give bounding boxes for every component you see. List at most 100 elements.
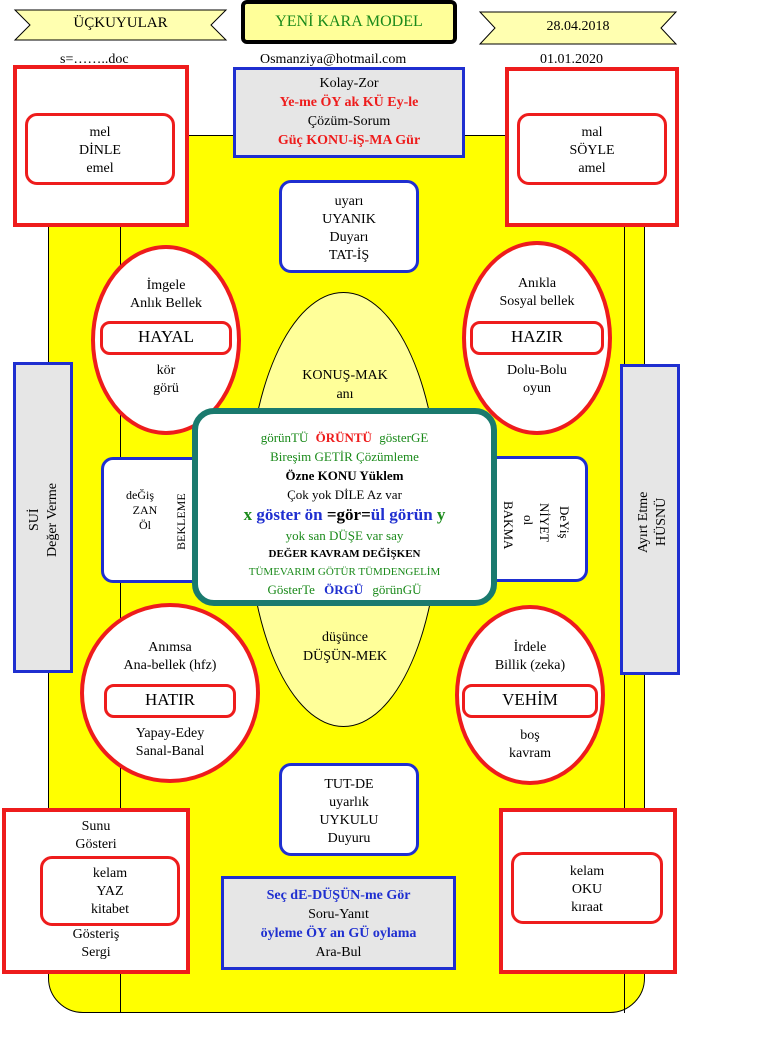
center-line8: TÜMEVARIM GÖTÜR TÜMDENGELİM: [248, 566, 441, 578]
dinle-box: mel DİNLE emel: [25, 113, 175, 185]
konusmak-label: KONUŞ-MAK: [302, 368, 388, 383]
gosteri-label: Gösteri: [75, 837, 117, 852]
uykulu-box: TUT-DE uyarlık UYKULU Duyuru: [279, 763, 419, 856]
bottom-box-line4: Ara-Bul: [315, 945, 362, 960]
oval-bottom-text: düşünce DÜŞÜN-MEK: [270, 628, 420, 666]
ulgorun-text: ül görün: [370, 505, 433, 524]
gosteron-text: göster ön: [256, 505, 323, 524]
gorungu-text: görünGÜ: [372, 582, 422, 597]
kelam-yaz-line1: kelam: [92, 866, 128, 881]
kavram-label: kavram: [509, 746, 551, 761]
uyanik-line4: TAT-İŞ: [328, 248, 370, 263]
soyle-line2: SÖYLE: [569, 143, 615, 158]
animsa-label: Anımsa: [148, 640, 192, 655]
yaz-box: kelam YAZ kitabet: [40, 856, 180, 926]
y-text: y: [436, 505, 446, 524]
anlik-bellek-label: Anlık Bellek: [130, 296, 202, 311]
top-box-line1: Kolay-Zor: [319, 76, 379, 91]
gor-text: =gör=: [326, 505, 371, 524]
hayal-pill: HAYAL: [100, 321, 232, 355]
page-title: YENİ KARA MODEL: [241, 0, 457, 44]
soyle-box: mal SÖYLE amel: [517, 113, 667, 185]
bottom-box: Seç dE-DÜŞÜN-me Gör Soru-Yanıt öyleme ÖY…: [221, 876, 456, 970]
corner-bottom-left: Sunu Gösteri kelam YAZ kitabet Gösteriş …: [2, 808, 190, 974]
dinle-line3: emel: [86, 161, 114, 176]
header-date: 28.04.2018: [546, 19, 610, 34]
center-line1: görünTÜ ÖRÜNTÜ gösterGE: [198, 428, 491, 447]
oku-box: kelam OKU kıraat: [511, 852, 663, 924]
center-line4: Çok yok DİLE Az var: [287, 487, 402, 502]
uykulu-line1: TUT-DE: [324, 777, 374, 792]
anikla-label: Anıkla: [517, 276, 557, 291]
sunu-label: Sunu: [81, 819, 111, 834]
header-right-ribbon: 28.04.2018: [478, 10, 678, 46]
file-label: s=……..doc: [60, 52, 129, 67]
center-box: görünTÜ ÖRÜNTÜ gösterGE Bireşim GETİR Çö…: [192, 408, 497, 606]
degis-text: deĞiş: [126, 488, 154, 502]
bottom-box-line3: öyleme ÖY an GÜ oylama: [260, 926, 417, 941]
deger-verme-text: Değer Verme: [45, 483, 60, 557]
zan-text: ZAN: [132, 503, 158, 517]
ana-bellek-label: Ana-bellek (hfz): [123, 658, 217, 673]
gosterge-text: gösterGE: [379, 430, 429, 445]
kelam-yaz-line3: kitabet: [90, 902, 130, 917]
vehim-pill: VEHİM: [462, 684, 598, 718]
gosterte-text: GösterTe: [267, 582, 315, 597]
header-left-text: ÜÇKUYULAR: [73, 15, 168, 31]
sosyal-bellek-label: Sosyal bellek: [499, 294, 575, 309]
center-line2: Bireşim GETİR Çözümleme: [270, 449, 419, 464]
x-text: x: [243, 505, 253, 524]
top-box: Kolay-Zor Ye-me ÖY ak KÜ Ey-le Çözüm-Sor…: [233, 67, 465, 158]
niyet-text: NİYET: [537, 502, 552, 542]
corner-top-left: mel DİNLE emel: [13, 65, 189, 227]
left-mid-text: deĞiş ZAN Öl: [105, 488, 185, 533]
gosteris-label: Gösteriş: [72, 927, 120, 942]
dusunmek-label: DÜŞÜN-MEK: [303, 649, 387, 664]
uykulu-line2: uyarlık: [329, 795, 369, 810]
center-line9: GösterTe ÖRGÜ görünGÜ: [198, 580, 491, 599]
ani-label: anı: [336, 387, 354, 402]
bakma-text: BAKMA: [501, 500, 516, 550]
uyanik-line2: UYANIK: [322, 212, 376, 227]
bekleme-text: BEKLEME: [174, 493, 188, 551]
sanal-banal-label: Sanal-Banal: [135, 744, 205, 759]
dinle-line2: DİNLE: [79, 143, 121, 158]
top-box-line4: Güç KONU-iŞ-MA Gür: [277, 133, 421, 148]
irdele-label: İrdele: [513, 640, 547, 655]
ol2-text: ol: [521, 514, 536, 526]
corner-top-right: mal SÖYLE amel: [505, 67, 679, 227]
imgele-label: İmgele: [146, 278, 186, 293]
oyun-label: oyun: [523, 381, 551, 396]
yapay-edey-label: Yapay-Edey: [135, 726, 205, 741]
soyle-line3: amel: [578, 161, 606, 176]
bos-label: boş: [520, 728, 540, 743]
top-box-line3: Çözüm-Sorum: [307, 114, 391, 129]
sui-text: SUİ: [27, 508, 42, 532]
ayirt-etme-text: Ayırt Etme: [636, 491, 651, 553]
hazir-pill: HAZIR: [470, 321, 604, 355]
top-box-line2: Ye-me ÖY ak KÜ Ey-le: [279, 95, 419, 110]
kelam-yaz-line2: YAZ: [96, 884, 124, 899]
email-label: Osmanziya@hotmail.com: [260, 52, 407, 67]
orgu-text: ÖRGÜ: [324, 582, 364, 597]
center-line6: yok san DÜŞE var say: [285, 528, 404, 543]
center-line7: DEĞER KAVRAM DEĞİŞKEN: [268, 548, 421, 560]
kelam-oku-line2: OKU: [571, 882, 603, 897]
uykulu-line4: Duyuru: [327, 831, 371, 846]
dinle-line1: mel: [89, 125, 111, 140]
header-left-ribbon: ÜÇKUYULAR: [13, 8, 228, 42]
gorunt-text: görünTÜ: [260, 430, 309, 445]
right-mid-box: [480, 456, 588, 582]
soyle-line1: mal: [581, 125, 603, 140]
oval-top-text: KONUŞ-MAK anı: [270, 366, 420, 404]
bottom-box-line1: Seç dE-DÜŞÜN-me Gör: [266, 888, 411, 903]
kelam-oku-line3: kıraat: [571, 900, 603, 915]
ol-text: Öl: [139, 518, 151, 532]
corner-bottom-right: kelam OKU kıraat: [499, 808, 677, 974]
center-line5: x göster ön =gör=ül görün y: [198, 504, 491, 526]
kor-label: kör: [156, 363, 176, 378]
right-side-bar: Ayırt Etme HÜSNÜ: [620, 364, 680, 675]
center-line3: Özne KONU Yüklem: [285, 468, 404, 483]
left-side-bar: SUİ Değer Verme: [13, 362, 73, 673]
goru-label: görü: [153, 381, 179, 396]
